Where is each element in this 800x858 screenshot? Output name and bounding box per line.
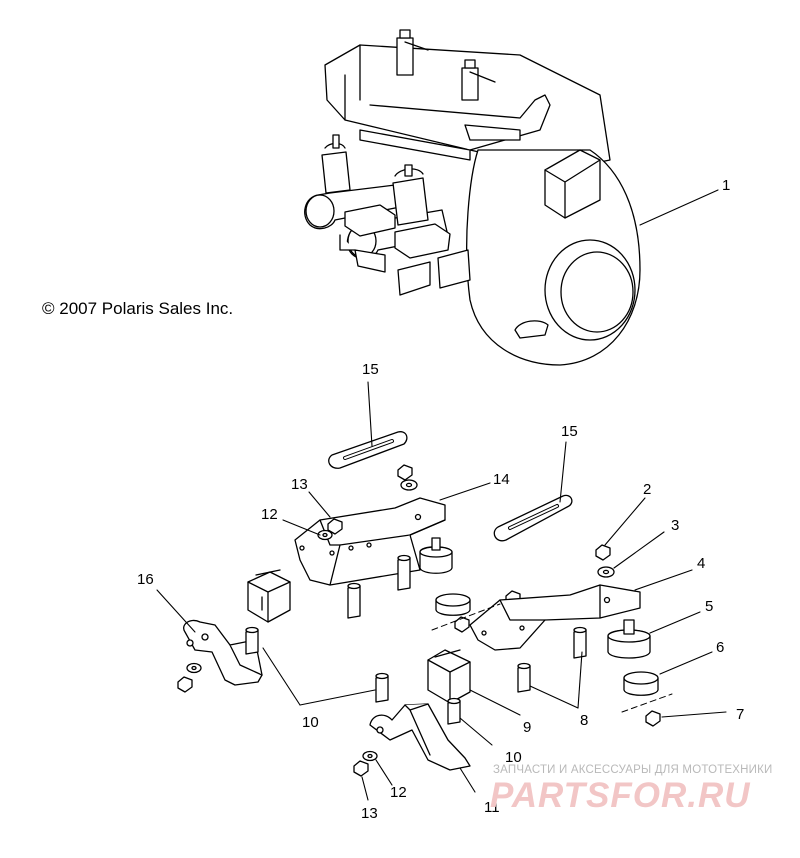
callout-10-right: 10 <box>505 749 522 766</box>
callout-13-bottom: 13 <box>361 805 378 822</box>
callout-3: 3 <box>671 517 679 534</box>
callout-5: 5 <box>705 598 713 615</box>
callout-12-top: 12 <box>261 506 278 523</box>
callout-11: 11 <box>484 799 500 816</box>
centerlines <box>431 603 673 713</box>
rubber-mount-left-cube <box>247 569 291 623</box>
callout-7: 7 <box>736 706 744 723</box>
lower-bracket-11 <box>369 703 471 771</box>
callout-16: 16 <box>137 571 154 588</box>
left-mount-bracket <box>294 497 446 586</box>
callout-4: 4 <box>697 555 705 572</box>
callout-15-right: 15 <box>561 423 578 440</box>
callout-12-bottom: 12 <box>390 784 407 801</box>
callout-6: 6 <box>716 639 724 656</box>
slotted-link-top <box>328 431 408 469</box>
callout-10-left: 10 <box>302 714 319 731</box>
rubber-mount-cylinders <box>419 537 659 696</box>
callout-15-top: 15 <box>362 361 379 378</box>
rubber-mount-center-cube <box>427 649 471 704</box>
callout-14: 14 <box>493 471 510 488</box>
callout-9: 9 <box>523 719 531 736</box>
callouts: 1 2 3 4 5 6 7 8 9 10 10 11 12 12 13 13 1… <box>137 177 744 822</box>
leader-lines <box>156 189 727 801</box>
engine-assembly <box>304 29 641 366</box>
watermark-logo: PARTSFOR.RU <box>490 776 751 815</box>
right-mount-bracket <box>469 584 641 651</box>
watermark-tagline: ЗАПЧАСТИ И АКСЕССУАРЫ ДЛЯ МОТОТЕХНИКИ <box>493 764 773 776</box>
callout-1: 1 <box>722 177 730 194</box>
slotted-link-right <box>493 494 573 542</box>
callout-8: 8 <box>580 712 588 729</box>
copyright-notice: © 2007 Polaris Sales Inc. <box>42 299 234 318</box>
bolt-set <box>177 464 661 777</box>
callout-13-top: 13 <box>291 476 308 493</box>
callout-2: 2 <box>643 481 651 498</box>
